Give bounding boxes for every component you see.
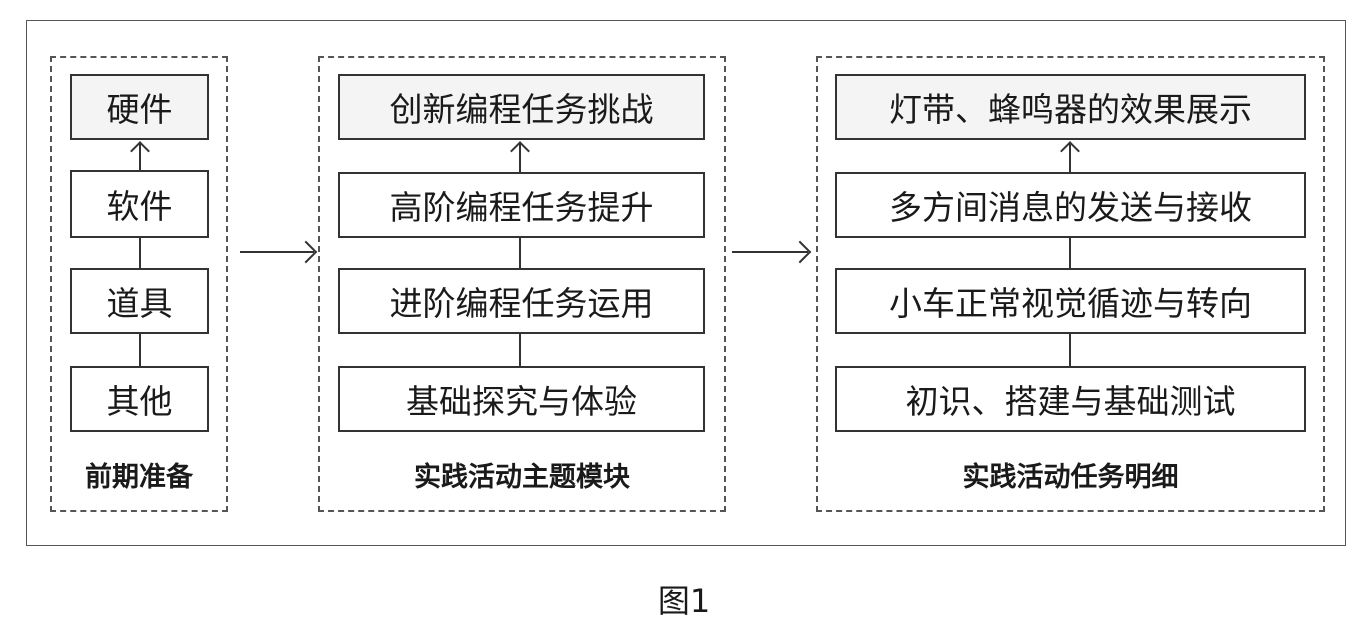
task-line-following: 小车正常视觉循迹与转向 — [835, 268, 1306, 334]
connector-line — [1069, 238, 1071, 268]
connector-line — [519, 334, 521, 366]
group-title: 实践活动任务明细 — [962, 462, 1179, 493]
module-advanced: 高阶编程任务提升 — [338, 172, 705, 238]
connector-line — [519, 238, 521, 268]
group-title: 实践活动主题模块 — [414, 462, 630, 493]
diagram-frame — [26, 20, 1346, 546]
figure-caption: 图1 — [657, 582, 711, 620]
task-led-buzzer: 灯带、蜂鸣器的效果展示 — [835, 74, 1306, 140]
flow-arrow-line — [732, 251, 808, 253]
group-preparation — [50, 56, 228, 512]
connector-line — [139, 142, 141, 170]
connector-line — [1069, 334, 1071, 366]
group-theme-modules — [318, 56, 726, 512]
module-innovation: 创新编程任务挑战 — [338, 74, 705, 140]
connector-line — [519, 142, 521, 172]
flow-arrow-line — [240, 251, 314, 253]
task-messaging: 多方间消息的发送与接收 — [835, 172, 1306, 238]
module-intermediate: 进阶编程任务运用 — [338, 268, 705, 334]
group-task-details — [816, 56, 1325, 512]
item-others: 其他 — [70, 366, 209, 432]
connector-line — [1069, 142, 1071, 172]
item-hardware: 硬件 — [70, 74, 209, 140]
item-software: 软件 — [70, 170, 209, 238]
item-props: 道具 — [70, 268, 209, 334]
group-title: 前期准备 — [85, 462, 193, 493]
task-setup-testing: 初识、搭建与基础测试 — [835, 366, 1306, 432]
module-basic: 基础探究与体验 — [338, 366, 705, 432]
connector-line — [139, 238, 141, 268]
connector-line — [139, 334, 141, 366]
